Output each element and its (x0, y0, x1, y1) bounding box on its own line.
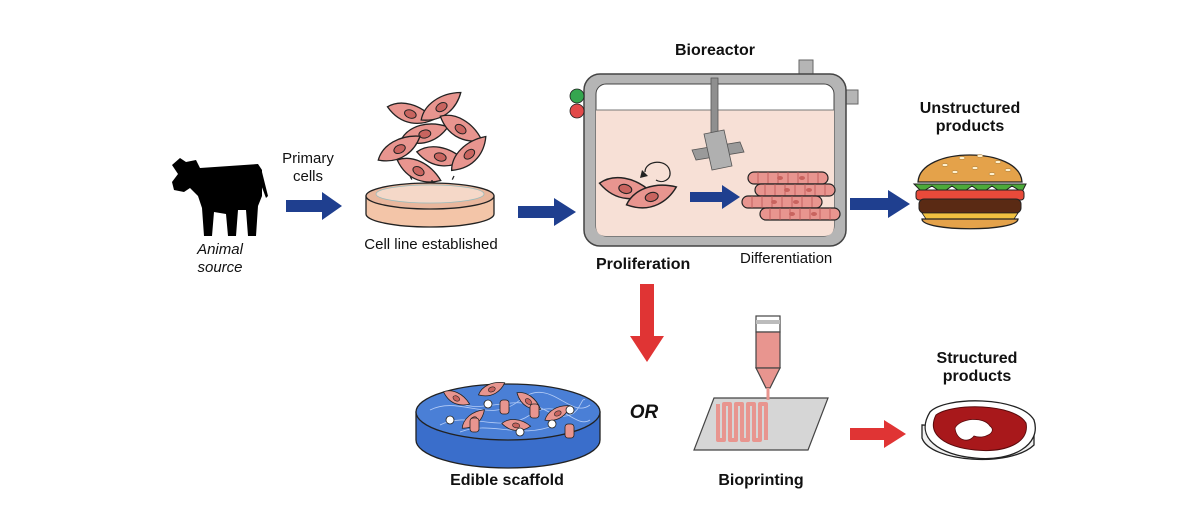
structured-products-label: Structured products (922, 350, 1032, 386)
bioprinting-label: Bioprinting (718, 472, 804, 489)
differentiation-label: Differentiation (740, 250, 833, 267)
primary-cells-label: Primary cells (276, 150, 340, 186)
status-light-red (569, 103, 585, 119)
or-label: OR (629, 402, 659, 423)
arrow-proliferation-to-differentiation (690, 185, 740, 209)
burger-icon (912, 154, 1027, 230)
structured-line2: products (942, 368, 1012, 385)
structured-line1: Structured (936, 350, 1018, 367)
primary-cells-line1: Primary (282, 150, 334, 167)
cell-line-label: Cell line established (364, 236, 498, 253)
animal-source-label: Animal source (190, 241, 250, 277)
proliferation-label: Proliferation (596, 256, 691, 273)
edible-scaffold-label: Edible scaffold (450, 472, 564, 489)
unstructured-line1: Unstructured (919, 100, 1021, 117)
primary-cells-line2: cells (292, 168, 323, 185)
petri-dish-icon (365, 182, 495, 228)
steak-icon (921, 400, 1036, 461)
arrow-cells-to-bioreactor (518, 198, 576, 226)
arrow-bioreactor-to-unstructured (850, 190, 910, 218)
arrow-to-structured (850, 420, 906, 448)
animal-source-line2: source (197, 259, 243, 276)
impeller-icon (691, 77, 745, 171)
bioprinter-icon (693, 315, 829, 451)
unstructured-products-label: Unstructured products (910, 100, 1030, 136)
animal-source-line1: Animal (197, 241, 243, 258)
bioreactor-label: Bioreactor (674, 42, 756, 59)
cell-cluster-icon (373, 86, 494, 192)
unstructured-line2: products (935, 118, 1005, 135)
cow-icon (172, 158, 268, 236)
arrow-down-to-structuring (630, 284, 664, 362)
bioreactor-icon (569, 59, 859, 247)
scaffold-icon (415, 378, 601, 469)
status-light-green (569, 88, 585, 104)
arrow-animal-to-cells (286, 192, 342, 220)
